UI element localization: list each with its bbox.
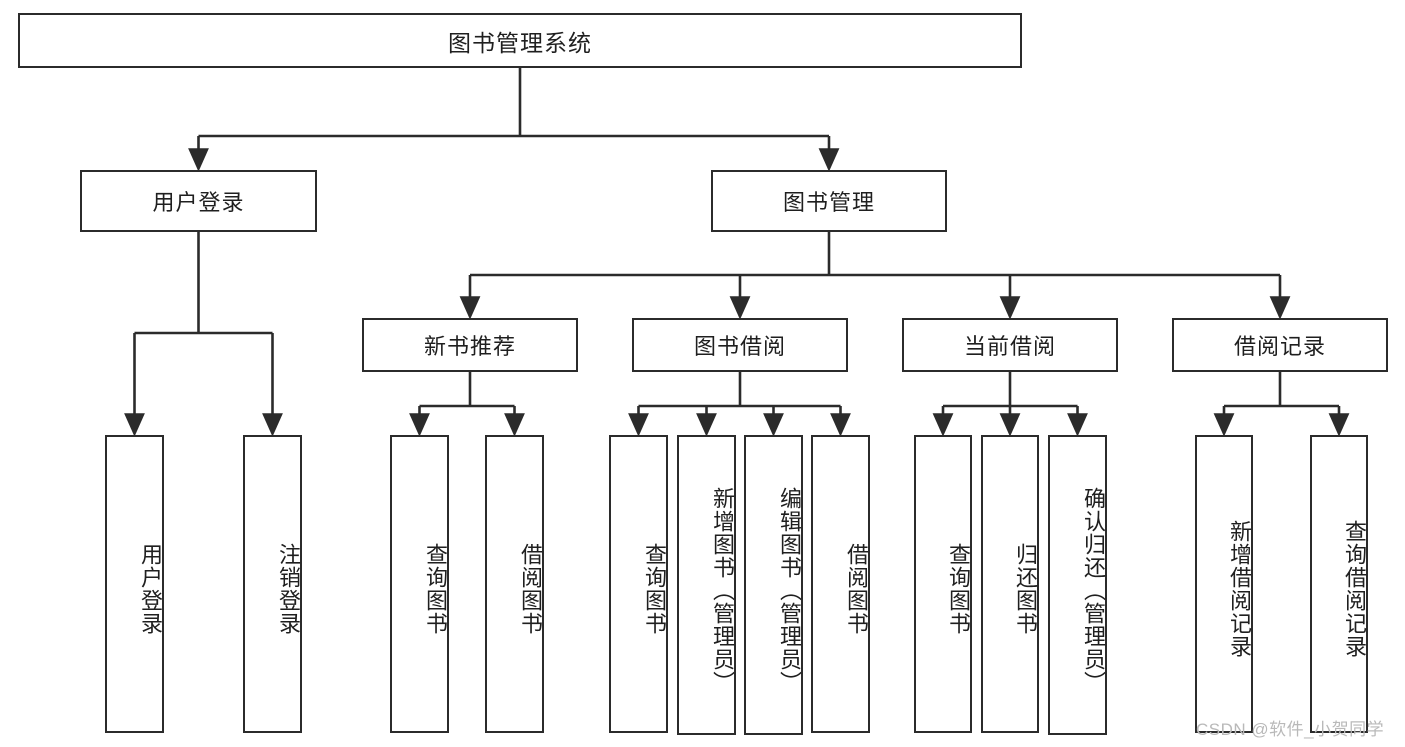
node-l-bbook2[interactable]: 借阅图书 — [811, 435, 870, 733]
node-l-qrec[interactable]: 查询借阅记录 — [1310, 435, 1368, 733]
node-newrec[interactable]: 新书推荐 — [362, 318, 578, 372]
node-label: 用户登录 — [152, 190, 245, 215]
csdn-watermark: CSDN @软件_小贺同学 — [1196, 720, 1385, 739]
node-label: 图书借阅 — [693, 334, 786, 359]
node-l-return[interactable]: 归还图书 — [981, 435, 1039, 733]
node-l-addbook[interactable]: 新增图书（管理员） — [677, 435, 736, 735]
node-label: 新增借阅记录 — [1227, 520, 1252, 658]
node-borrow[interactable]: 图书借阅 — [632, 318, 848, 372]
node-label: 查询借阅记录 — [1342, 520, 1367, 658]
node-current[interactable]: 当前借阅 — [902, 318, 1118, 372]
node-label: 查询图书 — [423, 543, 448, 635]
node-label: 借阅图书 — [844, 543, 869, 635]
node-label: 确认归还（管理员） — [1081, 486, 1106, 694]
node-login[interactable]: 用户登录 — [80, 170, 317, 232]
node-label: 查询图书 — [946, 543, 971, 635]
node-label: 用户登录 — [138, 543, 163, 635]
node-label: 编辑图书（管理员） — [777, 486, 802, 694]
node-l-addrec[interactable]: 新增借阅记录 — [1195, 435, 1253, 733]
node-l-qbook3[interactable]: 查询图书 — [914, 435, 972, 733]
node-label: 图书管理 — [782, 190, 875, 215]
node-label: 借阅图书 — [518, 543, 543, 635]
node-l-logout[interactable]: 注销登录 — [243, 435, 302, 733]
node-l-bbook1[interactable]: 借阅图书 — [485, 435, 544, 733]
node-bookmgmt[interactable]: 图书管理 — [711, 170, 947, 232]
node-label: 新书推荐 — [423, 334, 516, 359]
node-label: 图书管理系统 — [448, 29, 592, 56]
node-label: 查询图书 — [642, 543, 667, 635]
node-root[interactable]: 图书管理系统 — [18, 13, 1022, 68]
node-l-login[interactable]: 用户登录 — [105, 435, 164, 733]
node-l-confirm[interactable]: 确认归还（管理员） — [1048, 435, 1107, 735]
node-l-qbook1[interactable]: 查询图书 — [390, 435, 449, 733]
node-label: 注销登录 — [276, 543, 301, 635]
node-label: 新增图书（管理员） — [710, 486, 735, 694]
node-l-qbook2[interactable]: 查询图书 — [609, 435, 668, 733]
node-label: 归还图书 — [1013, 543, 1038, 635]
node-records[interactable]: 借阅记录 — [1172, 318, 1388, 372]
node-label: 借阅记录 — [1233, 334, 1326, 359]
node-label: 当前借阅 — [963, 334, 1056, 359]
node-l-editbook[interactable]: 编辑图书（管理员） — [744, 435, 803, 735]
